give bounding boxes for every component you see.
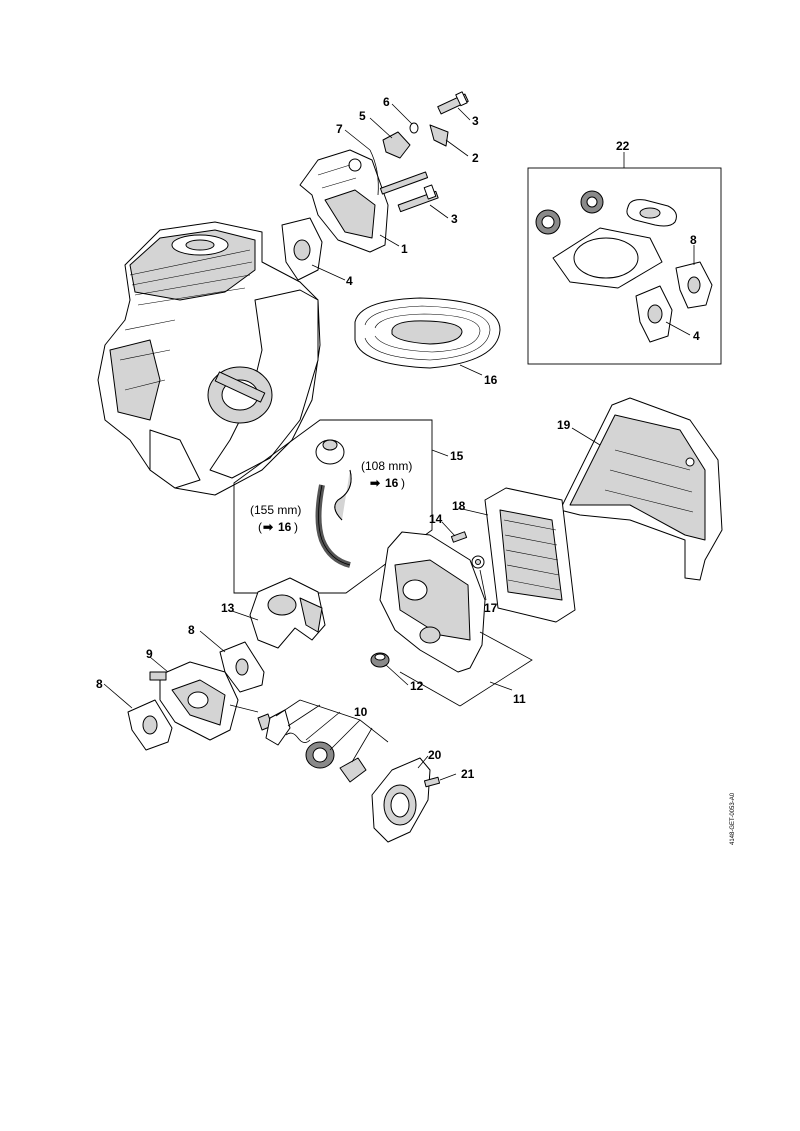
kit-22-exhaust-gasket [626, 199, 677, 227]
callout-8-kit: 8 [690, 233, 697, 247]
callout-1: 1 [401, 242, 408, 256]
part-12-grommet [370, 652, 390, 668]
part-19-filter-cover [559, 397, 723, 581]
callout-3-lower: 3 [451, 212, 458, 226]
callout-labels: 1 2 3 3 4 5 6 7 16 22 8 4 15 19 18 14 17… [96, 95, 700, 781]
part-15-tank-vent [315, 439, 345, 465]
kit-22-cylinder-gasket [552, 227, 663, 289]
callout-15: 15 [450, 449, 464, 463]
leader-lines [103, 103, 695, 781]
callout-22: 22 [616, 139, 630, 153]
callout-21: 21 [461, 767, 475, 781]
part-15-fuel-hose-short [334, 469, 352, 521]
callout-8-lower: 8 [96, 677, 103, 691]
part-7-wire [369, 149, 379, 196]
engine-crankcase [97, 221, 321, 496]
kit-22-part-4-gasket [635, 285, 673, 343]
callout-2: 2 [472, 151, 479, 165]
kit-22-oil-seal-b [580, 190, 604, 214]
part-5-lever [382, 131, 411, 159]
callout-12: 12 [410, 679, 424, 693]
kit-22-oil-seal-a [535, 209, 561, 235]
arrow-right-icon: ➡ [263, 520, 274, 534]
callout-7: 7 [336, 122, 343, 136]
callout-14: 14 [429, 512, 443, 526]
part-14-screw [450, 531, 468, 543]
part-10-throttle-parts [257, 709, 367, 783]
part-2-clip [429, 124, 449, 147]
callout-4-left: 4 [346, 274, 353, 288]
callout-6: 6 [383, 95, 390, 109]
part-15-fuel-hose-long [315, 484, 351, 568]
part-18-air-filter [484, 487, 576, 623]
callout-17: 17 [484, 601, 498, 615]
kit-15-frame [233, 419, 433, 594]
hose-length-155: (155 mm) [250, 503, 301, 517]
callout-16-sheet: 16 [484, 373, 498, 387]
part-1-bracket [299, 149, 389, 253]
hose-ref-close-b: ) [294, 520, 298, 534]
callout-4-kit: 4 [693, 329, 700, 343]
part-11-carburetor-box [379, 531, 486, 673]
hose-note-155: (155 mm) ( ➡ 16 ) [250, 503, 301, 534]
document-id: 4148-GET-0053-A0 [730, 792, 736, 845]
hose-note-108: (108 mm) ➡ 16 ) [361, 459, 412, 490]
kit-22-frame [527, 167, 722, 365]
arrow-right-icon: ➡ [370, 476, 381, 490]
callout-10: 10 [354, 705, 368, 719]
part-16-insulating-sheet [354, 297, 501, 369]
part-3-screws-lower [379, 171, 439, 213]
part-13-manifold [249, 577, 326, 649]
callout-18: 18 [452, 499, 466, 513]
part-20-flange [371, 757, 431, 843]
hose-ref-16-b: 16 [278, 520, 292, 534]
kit-22-part-8-gasket [675, 261, 713, 309]
callout-11: 11 [513, 692, 526, 706]
callout-3-upper: 3 [472, 114, 479, 128]
part-17-nut [471, 555, 485, 569]
callout-5: 5 [359, 109, 366, 123]
callout-20: 20 [428, 748, 442, 762]
part-3-screw-upper [437, 91, 469, 115]
part-6-washer [409, 122, 419, 134]
callout-9: 9 [146, 647, 153, 661]
callout-19: 19 [557, 418, 571, 432]
callout-13: 13 [221, 601, 235, 615]
part-9-carburetor [149, 661, 259, 741]
part-8-gasket-lower [127, 699, 173, 751]
hose-ref-16-a: 16 [385, 476, 399, 490]
part-21-screw [423, 776, 441, 788]
hose-ref-close-a: ) [401, 476, 405, 490]
hose-length-108: (108 mm) [361, 459, 412, 473]
part-4-gasket [281, 217, 323, 281]
callout-8-upper: 8 [188, 623, 195, 637]
hose-ref-open-b: ( [258, 520, 262, 534]
